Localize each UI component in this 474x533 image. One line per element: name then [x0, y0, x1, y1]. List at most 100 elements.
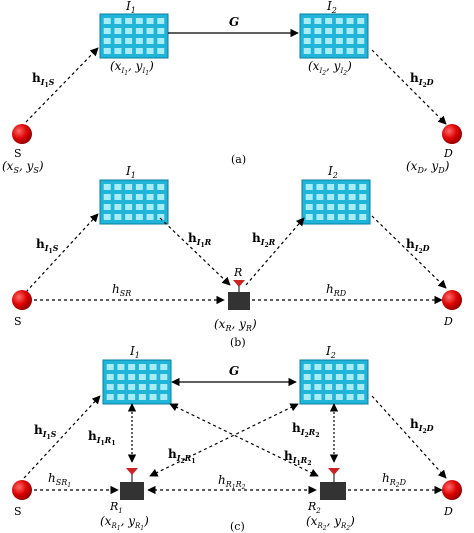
irs-panel-body: [99, 179, 169, 225]
h-i2r-label: hI2R: [252, 231, 276, 249]
irs-element: [325, 384, 333, 390]
relay-1-label: R1: [109, 500, 123, 515]
irs-element: [314, 374, 322, 380]
irs-element: [325, 38, 333, 44]
irs-element: [157, 18, 165, 24]
irs-element: [128, 364, 136, 370]
irs-element: [128, 374, 136, 380]
destination-node-b: [442, 290, 462, 310]
irs-element: [149, 384, 157, 390]
irs-element: [138, 364, 146, 370]
irs-element: [146, 28, 154, 34]
relay-coordinate: (xR, yR): [214, 317, 257, 333]
irs-panel-body: [102, 359, 172, 405]
destination-label-b: D: [443, 315, 453, 328]
irs-element: [346, 18, 354, 24]
g-label-c: G: [229, 364, 239, 378]
irs-panel-body: [99, 13, 169, 59]
irs-element: [138, 374, 146, 380]
irs-element: [303, 394, 311, 400]
relay-1-node: [120, 468, 144, 500]
irs-element: [135, 48, 143, 54]
irs-element: [117, 374, 125, 380]
irs-element: [357, 374, 365, 380]
irs-element: [335, 364, 343, 370]
irs-element: [337, 214, 345, 220]
irs-element: [128, 394, 136, 400]
irs-1-label: I1: [125, 0, 136, 15]
irs-element: [348, 214, 356, 220]
h-i1s-arrow-b: [25, 213, 99, 293]
irs-element: [303, 374, 311, 380]
irs-element: [303, 364, 311, 370]
irs-element: [135, 214, 143, 220]
irs-element: [305, 214, 313, 220]
irs-element: [135, 18, 143, 24]
relay-body: [228, 292, 250, 310]
irs-element: [303, 18, 311, 24]
relay-2-body: [320, 482, 346, 500]
irs-element: [357, 48, 365, 54]
irs-element: [157, 28, 165, 34]
irs-element: [335, 374, 343, 380]
irs-element: [125, 204, 133, 210]
irs-element: [135, 204, 143, 210]
irs-element: [357, 38, 365, 44]
h-i2r1-label: hI2R1: [168, 447, 196, 465]
irs-element: [149, 364, 157, 370]
irs-element: [346, 374, 354, 380]
irs-element: [125, 28, 133, 34]
irs-element: [125, 38, 133, 44]
relay-1-body: [120, 482, 144, 500]
h-r2d-label: hR2D: [382, 471, 407, 489]
irs-element: [314, 394, 322, 400]
irs-element: [103, 28, 111, 34]
irs-element: [125, 184, 133, 190]
irs-element: [149, 374, 157, 380]
destination-node-a: [442, 124, 462, 144]
irs-element: [103, 38, 111, 44]
irs-element: [146, 214, 154, 220]
h-i2d-label-c: hI2D: [410, 417, 434, 435]
h-i1s-arrow: [25, 47, 99, 123]
antenna-icon: [233, 280, 245, 287]
relay-2-node: [320, 468, 346, 500]
source-label-a: S: [14, 147, 22, 160]
h-i2d-arrow-c: [371, 395, 447, 479]
irs-element: [157, 48, 165, 54]
irs-element: [314, 28, 322, 34]
irs-element: [157, 214, 165, 220]
irs-element: [348, 204, 356, 210]
h-i1s-label: hI1S: [32, 71, 55, 89]
irs-element: [125, 18, 133, 24]
h-i1r2-label: hI1R2: [284, 449, 312, 467]
irs-2-label: I2: [326, 0, 337, 15]
irs-element: [303, 38, 311, 44]
h-i2d-arrow: [371, 49, 447, 125]
irs-element: [103, 204, 111, 210]
irs-element: [125, 214, 133, 220]
h-i2r-arrow: [245, 217, 305, 286]
irs-panel-body: [299, 13, 369, 59]
antenna-icon: [328, 468, 340, 475]
irs-element: [316, 194, 324, 200]
irs-element: [135, 184, 143, 190]
source-label-b: S: [14, 315, 22, 328]
h-i1s-label-b: hI1S: [36, 237, 59, 255]
irs-panel-body: [299, 359, 369, 405]
irs-1-panel-a: [99, 13, 169, 59]
panel-a: I1 I2 (xI1, yI1) (xI2, yI2) G hI1S hI2D …: [2, 0, 462, 175]
irs-element: [160, 374, 168, 380]
irs-element: [335, 38, 343, 44]
destination-coordinate: (xD, yD): [406, 159, 450, 175]
irs-element: [117, 364, 125, 370]
irs-element: [160, 384, 168, 390]
irs-element: [117, 394, 125, 400]
relay-node-b: [228, 280, 250, 310]
h-i2d-label-b: hI2D: [406, 237, 430, 255]
irs-element: [114, 214, 122, 220]
irs-element: [359, 194, 367, 200]
irs-element: [106, 364, 114, 370]
irs-element: [160, 394, 168, 400]
